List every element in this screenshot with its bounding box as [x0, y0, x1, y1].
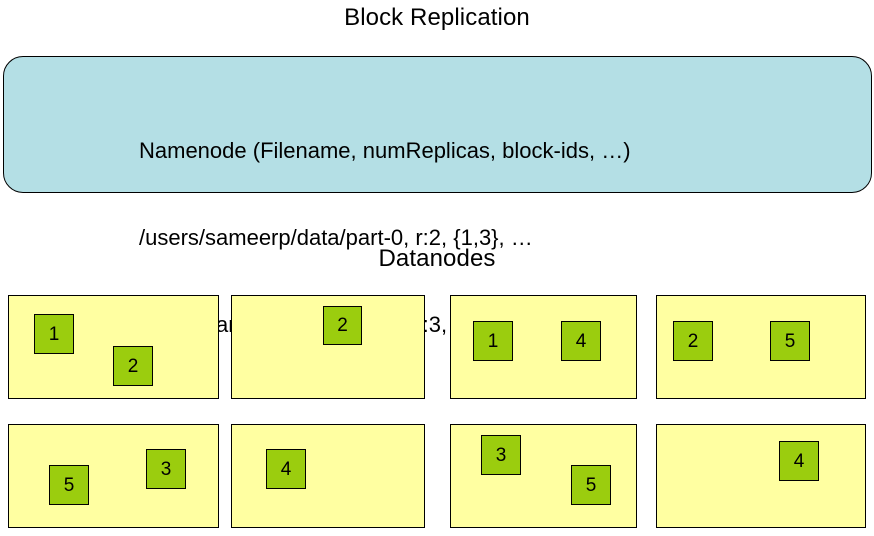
- data-block: 4: [561, 321, 601, 361]
- datanodes-section-label: Datanodes: [378, 245, 496, 272]
- data-block: 5: [571, 465, 611, 505]
- data-block: 1: [34, 314, 74, 354]
- data-block: 5: [49, 465, 89, 505]
- data-block: 4: [266, 449, 306, 489]
- data-block: 3: [481, 435, 521, 475]
- data-block: 2: [673, 321, 713, 361]
- namenode-line-schema: Namenode (Filename, numReplicas, block-i…: [139, 138, 631, 163]
- data-block: 3: [146, 449, 186, 489]
- namenode-line-part-0: /users/sameerp/data/part-0, r:2, {1,3}, …: [139, 225, 533, 250]
- data-block: 4: [779, 441, 819, 481]
- data-block: 2: [113, 346, 153, 386]
- data-block: 5: [770, 321, 810, 361]
- namenode-box: Namenode (Filename, numReplicas, block-i…: [3, 56, 872, 337]
- data-block: 2: [323, 306, 362, 345]
- datanode-box: 4: [231, 424, 425, 528]
- datanode-box: 4: [656, 424, 866, 528]
- page-title: Block Replication: [344, 4, 530, 31]
- data-block: 1: [473, 321, 513, 361]
- datanode-box: 2: [231, 295, 425, 399]
